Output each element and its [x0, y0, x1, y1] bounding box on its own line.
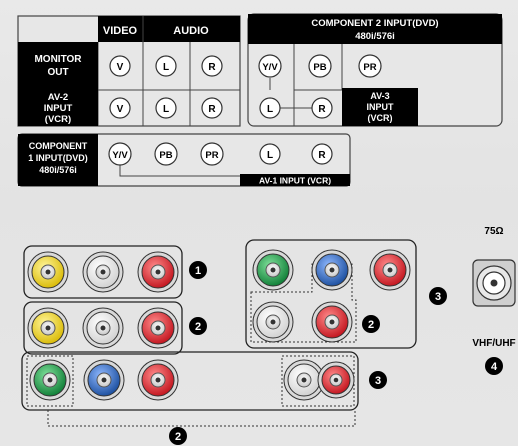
rca-jack-red	[137, 251, 179, 293]
av-jack-row1-frame	[23, 245, 183, 299]
av3-label-box	[342, 88, 418, 126]
vhf-uhf-label: VHF/UHF	[472, 338, 515, 349]
jack-l-label: L	[267, 104, 273, 115]
callout-2: 2	[189, 317, 207, 335]
monitor-out-line2: OUT	[47, 67, 68, 78]
av3-r-jack: R	[311, 97, 333, 119]
av3-line2: INPUT	[367, 102, 395, 112]
rca-jack-blue	[311, 249, 353, 291]
monitor-out-v-jack: V	[109, 55, 131, 77]
impedance-label: 75Ω	[484, 226, 503, 237]
jack-pr-label: PR	[363, 62, 376, 73]
jack-v-label: V	[117, 62, 124, 73]
header-video-label: VIDEO	[103, 25, 138, 37]
av1-l-jack: L	[259, 143, 281, 165]
jack-l-label: L	[163, 62, 169, 73]
av2-line3: (VCR)	[45, 114, 71, 125]
jack-r-label: R	[318, 104, 326, 115]
rca-jack-green	[252, 249, 294, 291]
av2-l-jack: L	[155, 97, 177, 119]
antenna-coax-jack	[472, 259, 516, 307]
rca-jack-yellow	[27, 307, 69, 349]
jack-r-label: R	[318, 150, 326, 161]
av3-line1: AV-3	[370, 91, 389, 101]
av2-label-box	[18, 90, 98, 126]
callout-3: 3	[369, 371, 387, 389]
jack-v-label: V	[117, 104, 124, 115]
av2-line1: AV-2	[48, 92, 68, 103]
jack-pr-label: PR	[205, 150, 218, 161]
component2-jack-frame	[245, 239, 417, 349]
av3-l-jack: L	[259, 97, 281, 119]
callout-3-label: 3	[375, 375, 381, 387]
jack-l-label: L	[267, 150, 273, 161]
rca-jack-red	[317, 361, 355, 399]
rca-jack-white	[82, 307, 124, 349]
callout-4: 4	[485, 357, 503, 375]
monitor-out-label-box	[18, 42, 98, 90]
component1-line1: COMPONENT	[29, 141, 88, 151]
callout-3: 3	[429, 287, 447, 305]
rca-jack-red	[137, 307, 179, 349]
callout-2-label: 2	[368, 319, 374, 331]
jack-illustrations: 1 2 2 3 3 2	[21, 239, 447, 445]
component2-line1: COMPONENT 2 INPUT(DVD)	[311, 18, 438, 29]
monitor-out-r-jack: R	[201, 55, 223, 77]
component1-jack-frame	[21, 351, 359, 411]
av1-label-box	[240, 174, 350, 186]
rca-jack-white	[252, 301, 294, 343]
component1-label-box	[18, 134, 98, 186]
monitor-out-line1: MONITOR	[34, 54, 82, 65]
component1-line2: 1 INPUT(DVD)	[28, 153, 88, 163]
av-jack-row2-frame	[23, 301, 183, 355]
component2-line2: 480i/576i	[355, 31, 395, 42]
av2-line2: INPUT	[44, 103, 73, 114]
callout-4-label: 4	[491, 361, 498, 373]
rca-jack-green	[29, 359, 71, 401]
rca-jack-red	[311, 301, 353, 343]
av2-r-jack: R	[201, 97, 223, 119]
callout-1-label: 1	[195, 265, 201, 277]
jack-r-label: R	[208, 104, 216, 115]
rca-jack-white	[283, 359, 325, 401]
antenna-section: 75Ω VHF/UHF 4	[472, 226, 516, 375]
component2-yv-jack: Y/V	[258, 54, 282, 78]
component2-pb-jack: PB	[308, 54, 332, 78]
jack-yv-label: Y/V	[112, 150, 128, 161]
component2-dotted-group	[250, 263, 357, 343]
header-bar	[98, 16, 240, 42]
rca-jack-blue	[83, 359, 125, 401]
jack-r-label: R	[208, 62, 216, 73]
callout-2-label: 2	[175, 431, 181, 443]
callout-2: 2	[169, 427, 187, 445]
component1-yv-jack: Y/V	[108, 142, 132, 166]
callout-1: 1	[189, 261, 207, 279]
jack-pb-label: PB	[313, 62, 326, 73]
jack-yv-label: Y/V	[262, 62, 278, 73]
component2-label-box	[248, 14, 502, 44]
component1-pr-jack: PR	[200, 142, 224, 166]
rca-jack-white	[82, 251, 124, 293]
top-jack-panel: VIDEO AUDIO MONITOR OUT AV-2 INPUT (VCR)…	[17, 13, 503, 187]
jack-pb-label: PB	[159, 150, 172, 161]
component1-bracket	[47, 410, 356, 427]
jack-l-label: L	[163, 104, 169, 115]
av1-r-jack: R	[311, 143, 333, 165]
rca-jack-red	[369, 249, 411, 291]
component1-pb-jack: PB	[154, 142, 178, 166]
av3-line3: (VCR)	[368, 113, 393, 123]
component1-line3: 480i/576i	[39, 165, 77, 175]
header-audio-label: AUDIO	[173, 25, 209, 37]
callout-2-label: 2	[195, 321, 201, 333]
component2-pr-jack: PR	[358, 54, 382, 78]
rca-jack-yellow	[27, 251, 69, 293]
monitor-out-l-jack: L	[155, 55, 177, 77]
av2-v-jack: V	[109, 97, 131, 119]
rca-jack-red	[137, 359, 179, 401]
callout-3-label: 3	[435, 291, 441, 303]
callout-2: 2	[362, 315, 380, 333]
av1-label: AV-1 INPUT (VCR)	[259, 176, 331, 186]
